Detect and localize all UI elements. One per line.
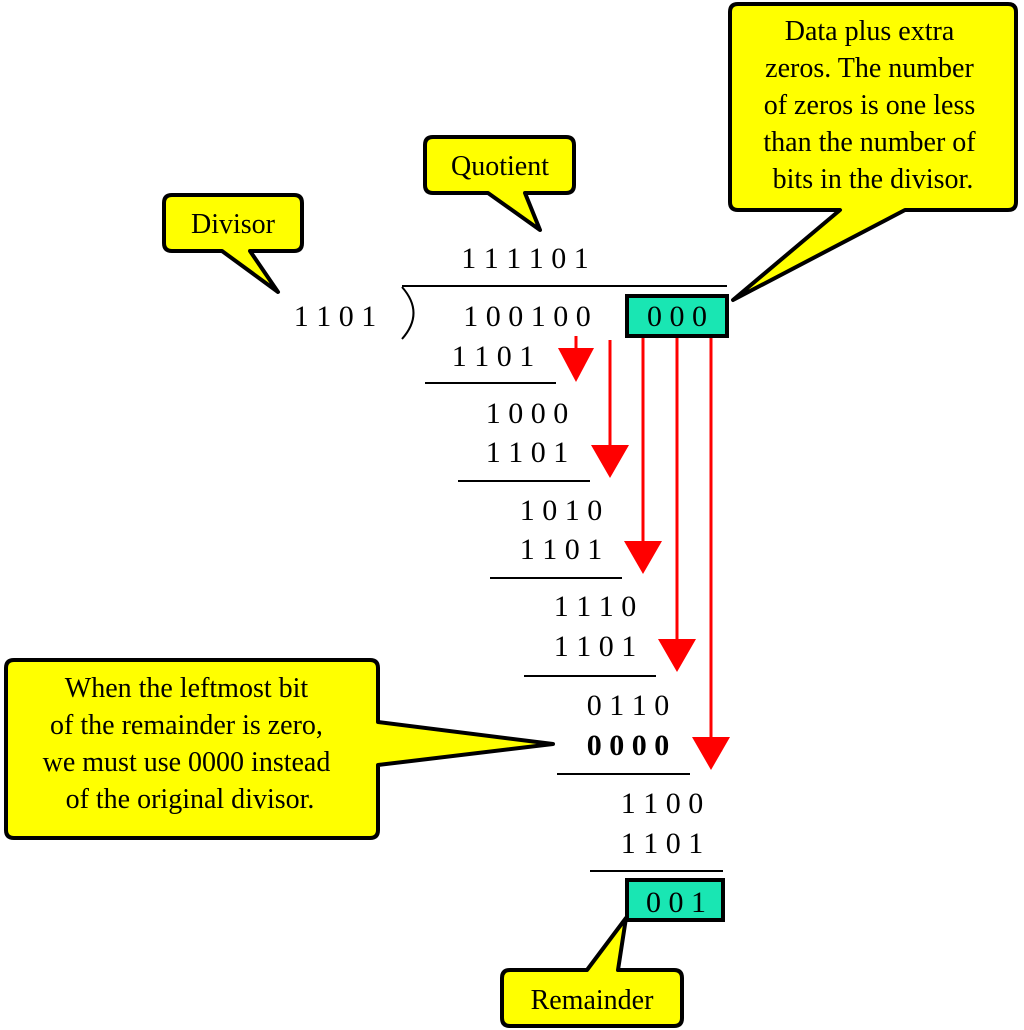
zero-subtrahend: 0 0 0 0: [587, 729, 670, 762]
step-subtrahend: 1 1 0 1: [621, 827, 704, 860]
arrow-head: [558, 348, 594, 382]
bring-down-arrow: [558, 336, 594, 382]
bring-down-arrow: [624, 338, 662, 574]
remainder-callout-shape: [500, 916, 684, 1028]
zero-rule-callout-text: When the leftmost bit of the remainder i…: [43, 673, 338, 815]
division-bracket: [401, 286, 415, 340]
bring-down-arrows: [558, 336, 730, 770]
divisor-callout-label: Divisor: [191, 209, 276, 240]
divisor-callout: Divisor: [162, 193, 304, 294]
bring-down-arrow: [692, 338, 730, 770]
arrow-head: [658, 639, 696, 672]
data-zeros-line-5: bits in the divisor.: [773, 164, 974, 195]
data-zeros-line-2: zeros. The number: [765, 53, 974, 84]
step-result: 1 0 0 0: [486, 397, 569, 430]
dividend-data-bits: 1 0 0 1 0 0: [463, 300, 591, 333]
quotient-callout-label: Quotient: [451, 151, 549, 182]
remainder-callout-label: Remainder: [531, 985, 655, 1016]
data-zeros-callout-shape: [728, 2, 1018, 302]
data-zeros-line-4: than the number of: [763, 127, 976, 158]
arrow-head: [692, 737, 730, 770]
data-zeros-line-1: Data plus extra: [785, 16, 955, 47]
data-zeros-line-3: of zeros is one less: [764, 90, 976, 121]
quotient-callout: Quotient: [423, 135, 576, 232]
step-result: 0 1 1 0: [587, 689, 670, 722]
zero-rule-callout: When the leftmost bit of the remainder i…: [4, 658, 555, 840]
zero-rule-callout-shape: [4, 658, 555, 840]
remainder-highlight: [625, 878, 725, 922]
divisor-bits: 1 1 0 1: [294, 300, 377, 333]
step-result: 1 1 0 0: [621, 787, 704, 820]
bring-down-arrow: [591, 340, 629, 478]
step-subtrahend: 1 1 0 1: [452, 340, 535, 373]
zero-rule-line-4: of the original divisor.: [66, 784, 315, 815]
remainder-bits: 0 0 1: [646, 886, 706, 919]
step-subtrahend: 1 1 0 1: [520, 533, 603, 566]
quotient-bits: 1 1 1 1 0 1: [461, 242, 589, 275]
data-zeros-callout: Data plus extra zeros. The number of zer…: [728, 2, 1018, 302]
division-steps: 1 1 0 1 1 0 0 0 1 1 0 1 1 0 1 0 1 1 0 1 …: [425, 340, 723, 872]
zero-rule-line-2: of the remainder is zero,: [50, 710, 323, 741]
step-subtrahend: 1 1 0 1: [486, 436, 569, 469]
step-result: 1 1 1 0: [554, 590, 637, 623]
step-subtrahend: 1 1 0 1: [554, 630, 637, 663]
arrow-head: [591, 445, 629, 478]
remainder-callout: Remainder: [500, 916, 684, 1028]
bring-down-arrow: [658, 338, 696, 672]
extra-zeros-highlight: [625, 294, 729, 338]
step-result: 1 0 1 0: [520, 494, 603, 527]
zero-rule-line-3: we must use 0000 instead: [43, 747, 331, 778]
quotient-callout-shape: [423, 135, 576, 232]
data-zeros-callout-text: Data plus extra zeros. The number of zer…: [763, 16, 982, 195]
arrow-head: [624, 541, 662, 574]
dividend-zero-bits: 0 0 0: [647, 300, 707, 333]
zero-rule-line-1: When the leftmost bit: [65, 673, 309, 704]
divisor-callout-shape: [162, 193, 304, 294]
